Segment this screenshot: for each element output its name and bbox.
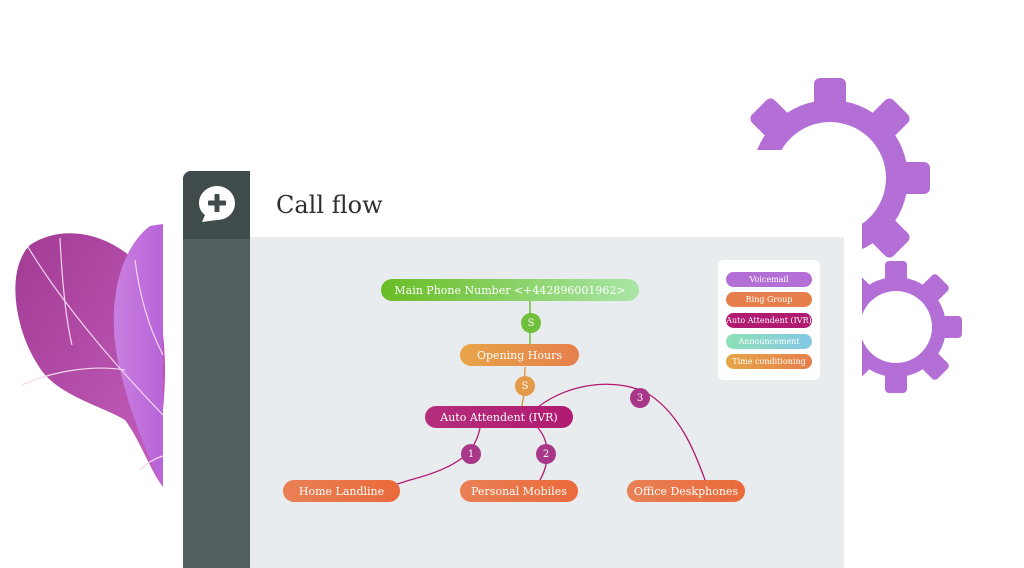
option-badge-3: 3	[630, 388, 650, 408]
node-office-deskphones[interactable]: Office Deskphones	[627, 480, 745, 502]
app-logo[interactable]	[183, 171, 250, 239]
sequence-badge: S	[521, 313, 541, 333]
page-title: Call flow	[276, 191, 383, 219]
legend-panel: Voicemail Ring Group Auto Attendent (IVR…	[718, 260, 820, 380]
option-badge-2: 2	[536, 444, 556, 464]
call-flow-canvas[interactable]: Main Phone Number <+442896001962> S Open…	[250, 237, 844, 568]
app-sidebar	[183, 171, 250, 568]
sequence-badge: S	[515, 376, 535, 396]
node-main-phone-number[interactable]: Main Phone Number <+442896001962>	[381, 279, 639, 301]
legend-time-conditioning: Time conditioning	[726, 354, 812, 369]
node-home-landline[interactable]: Home Landline	[283, 480, 400, 502]
node-opening-hours[interactable]: Opening Hours	[460, 344, 579, 366]
node-auto-attendant[interactable]: Auto Attendent (IVR)	[425, 406, 573, 428]
leaf-illustration	[15, 224, 166, 487]
add-chat-icon	[199, 186, 235, 222]
legend-voicemail: Voicemail	[726, 272, 812, 287]
node-personal-mobiles[interactable]: Personal Mobiles	[460, 480, 578, 502]
page-header: Call flow	[250, 171, 862, 237]
legend-announcement: Announcement	[726, 334, 812, 349]
legend-ring-group: Ring Group	[726, 292, 812, 307]
option-badge-1: 1	[461, 444, 481, 464]
legend-auto-attendant: Auto Attendent (IVR)	[726, 313, 812, 328]
